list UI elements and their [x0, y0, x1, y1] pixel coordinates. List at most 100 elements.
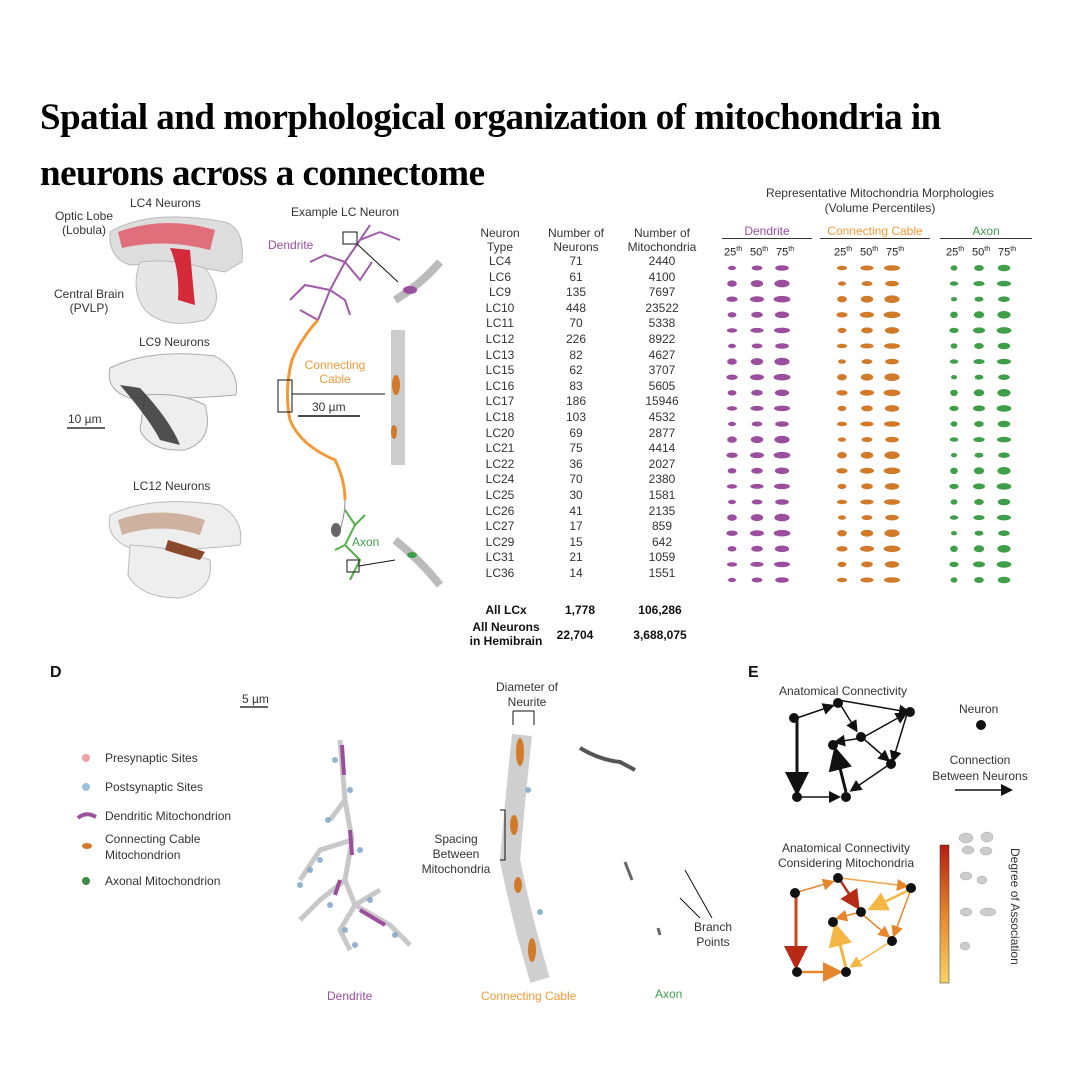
mitochondrion-morphology: [750, 483, 764, 489]
mitochondrion-morphology: [884, 343, 900, 349]
mitochondrion-morphology: [997, 358, 1011, 365]
mitochondrion-morphology: [951, 531, 957, 536]
mitochondrion-morphology: [884, 295, 900, 304]
cell-neuron-type: LC27: [485, 519, 515, 534]
cell-num-mito: 15946: [645, 394, 679, 409]
mitochondrion-morphology: [837, 452, 847, 459]
cell-neuron-type: LC9: [488, 285, 511, 300]
scale-5um: 5 µm: [242, 692, 269, 706]
mitochondrion-morphology: [950, 577, 958, 583]
mitochondrion-morphology: [726, 296, 738, 302]
mitochondrion-morphology: [774, 467, 790, 475]
mitochondrion-morphology: [951, 453, 957, 458]
mitochondrion-morphology: [974, 577, 984, 583]
total-lc-neurons: 1,778: [564, 603, 596, 617]
neuron-legend-label: Neuron: [959, 702, 999, 716]
mitochondrion-morphology: [974, 343, 984, 349]
mitochondrion-morphology: [750, 452, 764, 459]
mitochondrion-morphology: [997, 436, 1011, 443]
mitochondrion-morphology: [883, 389, 901, 397]
mitochondrion-morphology: [774, 389, 790, 397]
mitochondrion-morphology: [726, 374, 738, 380]
mitochondrion-morphology: [998, 530, 1010, 536]
mitochondrion-morphology: [727, 514, 737, 521]
mitochondrion-morphology: [973, 561, 985, 568]
mitochondrion-morphology: [997, 342, 1011, 350]
percentile-label: 75th: [998, 246, 1017, 259]
panel-d-letter: D: [50, 664, 62, 681]
mitochondrion-morphology: [837, 374, 847, 381]
percentile-label: 50th: [860, 246, 879, 259]
degree-axis-label: Degree of Association: [1008, 848, 1022, 965]
mitochondrion-morphology: [951, 375, 957, 380]
cell-num-neurons: 186: [565, 394, 587, 409]
total-lc-label: All LCx: [485, 603, 527, 617]
cell-neuron-type: LC18: [485, 409, 515, 424]
cell-neuron-type: LC21: [485, 441, 515, 456]
mitochondrion-morphology: [973, 467, 985, 475]
anat-label: Anatomical Connectivity: [779, 684, 908, 698]
cell-num-mito: 4414: [648, 441, 676, 456]
cell-num-mito: 2877: [648, 425, 676, 440]
mitochondrion-morphology: [884, 561, 900, 568]
cell-num-neurons: 36: [569, 456, 583, 471]
mitochondrion-morphology: [860, 467, 874, 474]
cell-neuron-type: LC11: [486, 316, 514, 331]
mitochondrion-morphology: [727, 468, 737, 474]
mitochondrion-morphology: [973, 327, 985, 334]
mitochondrion-morphology: [949, 515, 959, 520]
mitochondrion-morphology: [949, 483, 959, 490]
cell-num-neurons: 41: [569, 503, 583, 518]
scale-10um: 10 µm: [68, 412, 102, 426]
figure-title: Spatial and morphological organization o…: [40, 97, 941, 194]
mitochondrion-morphology: [951, 297, 957, 302]
mitochondrion-morphology: [949, 281, 959, 286]
mitochondrion-morphology: [974, 452, 984, 458]
optic-lobe-label: Optic Lobe(Lobula): [54, 209, 114, 237]
mitochondrion-morphology: [860, 373, 874, 381]
mitochondrion-morphology: [884, 483, 900, 490]
mitochondrion-morphology: [751, 577, 763, 583]
legend-presynaptic: Presynaptic Sites: [105, 751, 198, 765]
cell-num-neurons: 135: [565, 285, 587, 300]
mitochondrion-morphology: [838, 359, 846, 364]
cell-num-mito: 642: [651, 534, 673, 549]
cell-neuron-type: LC29: [485, 534, 515, 549]
mitochondrion-morphology: [775, 577, 789, 583]
mitochondrion-morphology: [774, 561, 790, 568]
legend-postsynaptic: Postsynaptic Sites: [105, 780, 204, 794]
mitochondrion-morphology: [750, 358, 764, 366]
mitochondrion-morphology: [860, 311, 874, 318]
mitochondrion-morphology: [751, 389, 763, 396]
cell-num-mito: 859: [651, 519, 673, 534]
mitochondrion-morphology: [973, 311, 985, 319]
mitochondrion-morphology: [885, 358, 899, 365]
mitochondrion-morphology: [836, 546, 848, 552]
cell-num-neurons: 17: [569, 519, 583, 534]
mitochondrion-morphology: [973, 515, 985, 521]
mitochondrion-morphology: [998, 452, 1010, 459]
central-brain-label: Central Brain(PVLP): [53, 287, 125, 315]
mitochondrion-morphology: [773, 373, 791, 381]
mitochondrion-morphology: [836, 577, 848, 583]
mitochondrion-morphology: [950, 389, 958, 396]
mitochondrion-morphology: [973, 359, 985, 365]
percentile-label: 25th: [946, 246, 965, 259]
cell-num-mito: 1551: [648, 565, 676, 580]
morph-cable-header: Connecting Cable: [820, 224, 930, 239]
mitochondrion-morphology: [728, 265, 736, 271]
dendrite-caption: Dendrite: [327, 989, 373, 1003]
mitochondrion-morphology: [974, 499, 984, 505]
mitochondrion-morphology: [997, 467, 1011, 475]
